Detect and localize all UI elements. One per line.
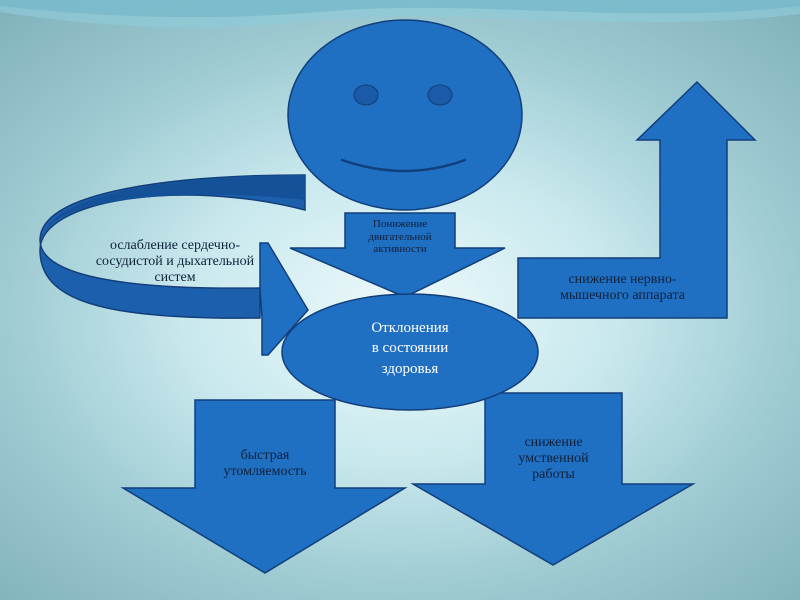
top-arrow-label: Понижение двигательной активности xyxy=(368,218,432,256)
center-ellipse xyxy=(281,293,539,411)
curved-left-arrow xyxy=(39,174,309,356)
bottom-left-arrow-label: быстрая утомляемость xyxy=(223,448,307,480)
face-right-eye xyxy=(427,84,453,106)
face-left-eye xyxy=(353,84,379,106)
right-up-arrow xyxy=(517,80,757,319)
bottom-left-down-arrow xyxy=(120,399,408,574)
top-wave-decoration-2 xyxy=(0,0,800,18)
top-down-arrow xyxy=(289,212,506,298)
left-arrow-label: ослабление сердечно- сосудистой и дыхате… xyxy=(95,238,255,286)
center-label: Отклонения в состоянии здоровья xyxy=(371,320,449,377)
bottom-right-down-arrow xyxy=(410,392,696,566)
bottom-right-arrow-label: снижение умственной работы xyxy=(518,435,589,483)
smiley-face-icon xyxy=(287,19,523,211)
right-arrow-label: снижение нервно- мышечного аппарата xyxy=(560,272,685,304)
face-smile xyxy=(340,158,467,173)
